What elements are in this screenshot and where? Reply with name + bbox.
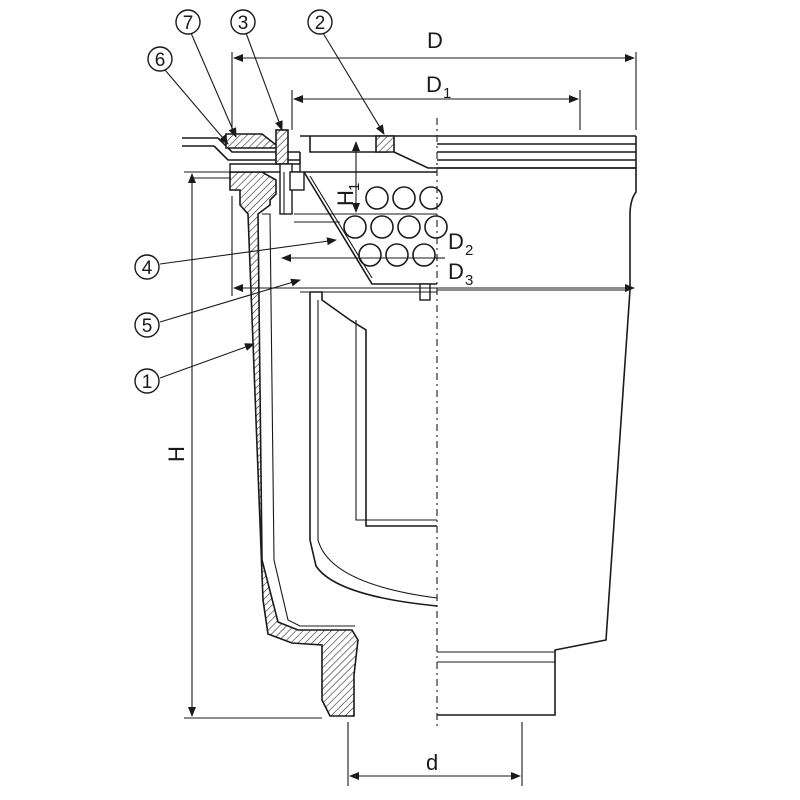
- label-d: d: [426, 750, 438, 775]
- label-D: D: [427, 28, 443, 53]
- dim-D2: D 2: [281, 229, 473, 262]
- callout-6: 6: [147, 46, 229, 145]
- label-H1-sub: 1: [346, 183, 363, 191]
- callout-2-label: 2: [315, 13, 326, 34]
- callout-4-label: 4: [142, 258, 153, 279]
- body-exterior-right: [437, 135, 637, 716]
- dim-d: d: [347, 722, 523, 786]
- callout-5: 5: [134, 278, 301, 338]
- label-D3-sub: 3: [465, 272, 473, 289]
- body-inner-profile: [262, 213, 355, 627]
- callout-7: 7: [175, 9, 237, 138]
- label-H1: H: [333, 190, 358, 206]
- callout-3-label: 3: [238, 13, 249, 34]
- callout-7-label: 7: [183, 13, 194, 34]
- callout-6-label: 6: [155, 50, 166, 71]
- label-D2: D: [448, 229, 464, 254]
- dim-D: D: [231, 28, 637, 130]
- label-D1-sub: 1: [443, 85, 451, 102]
- callout-4: 4: [134, 237, 337, 280]
- dim-D1: D 1: [291, 72, 581, 130]
- callout-2: 2: [307, 9, 385, 135]
- body-wall-section: [229, 171, 359, 717]
- dim-H: H: [164, 171, 322, 719]
- callout-1: 1: [134, 343, 255, 394]
- grate-cover: [299, 135, 437, 169]
- callout-5-label: 5: [142, 316, 153, 337]
- label-D1: D: [426, 72, 442, 97]
- label-D2-sub: 2: [465, 242, 473, 259]
- label-H: H: [164, 446, 189, 462]
- clamp-bolt: [275, 129, 305, 215]
- trap-bell: [300, 291, 438, 607]
- strainer-holes: [343, 186, 448, 267]
- dim-D3: D 3: [231, 196, 635, 296]
- label-D3: D: [448, 259, 464, 284]
- callout-1-label: 1: [142, 372, 153, 393]
- dim-H1: H 1: [333, 141, 363, 213]
- callout-3: 3: [230, 9, 283, 131]
